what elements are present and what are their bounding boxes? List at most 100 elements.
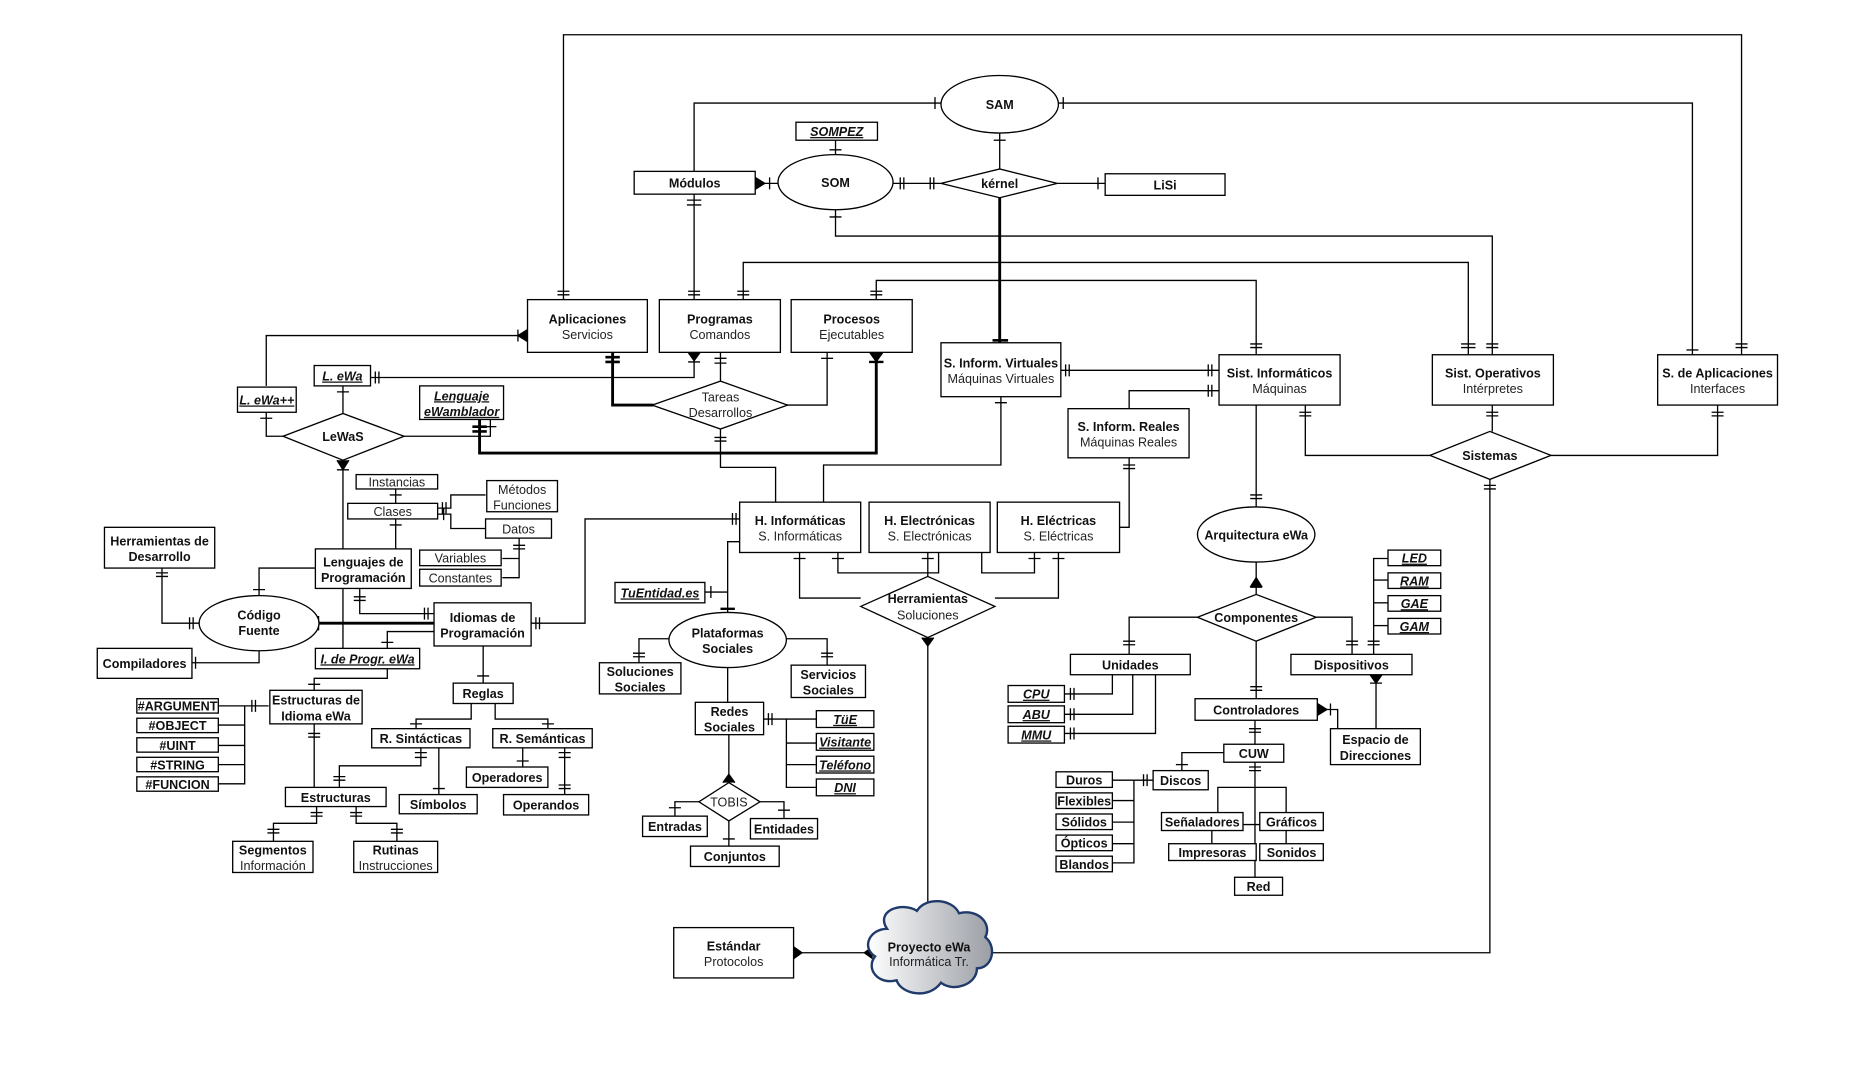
entity-hash-item-2[interactable]: #OBJECT bbox=[136, 717, 219, 734]
entity-r-semanticas[interactable]: R. Semánticas bbox=[492, 728, 593, 749]
entity-l-ewapp[interactable]: L. eWa++ bbox=[236, 386, 297, 413]
entity-clases[interactable]: Clases bbox=[347, 502, 439, 520]
entity-r-sintacticas[interactable]: R. Sintácticas bbox=[371, 728, 471, 749]
entity-controladores[interactable]: Controladores bbox=[1194, 698, 1318, 721]
entity-modulos[interactable]: Módulos bbox=[633, 170, 756, 195]
label: I. de Progr. eWa bbox=[320, 652, 414, 666]
relation-lewas[interactable]: LeWaS bbox=[281, 412, 406, 461]
entity-box bbox=[1431, 354, 1555, 406]
entity-codigo-fuente[interactable]: Código Fuente bbox=[198, 594, 320, 652]
tick-icon bbox=[829, 149, 842, 218]
tick-icon bbox=[1069, 687, 1075, 740]
entity-unidades-key-3[interactable]: MMU bbox=[1007, 725, 1066, 744]
entity-tuentidad[interactable]: TuEntidad.es bbox=[614, 581, 706, 604]
entity-conjuntos[interactable]: Conjuntos bbox=[689, 845, 780, 868]
relation-herramientas-soluciones[interactable]: Herramientas Soluciones bbox=[859, 575, 997, 639]
entity-redes-key-2[interactable]: Visitante bbox=[815, 732, 875, 751]
entity-operadores[interactable]: Operadores bbox=[465, 766, 549, 789]
entity-sam[interactable]: SAM bbox=[940, 74, 1060, 134]
entity-operandos[interactable]: Operandos bbox=[502, 793, 590, 816]
entity-redes-key-1[interactable]: TüE bbox=[815, 710, 875, 729]
entity-dispositivos-key-2[interactable]: RAM bbox=[1387, 572, 1442, 590]
entity-hash-item-4[interactable]: #STRING bbox=[136, 756, 219, 773]
entity-hash-item-1[interactable]: #ARGUMENT bbox=[136, 698, 219, 714]
entity-discos[interactable]: Discos bbox=[1152, 769, 1209, 791]
entity-entidades[interactable]: Entidades bbox=[749, 817, 819, 840]
entity-entradas[interactable]: Entradas bbox=[641, 815, 708, 838]
entity-red[interactable]: Red bbox=[1233, 876, 1284, 896]
entity-simbolos[interactable]: Símbolos bbox=[398, 793, 478, 815]
relation-tareas[interactable]: Tareas Desarrollos bbox=[650, 380, 790, 430]
entity-graficos[interactable]: Gráficos bbox=[1259, 811, 1324, 832]
entity-l-ewa[interactable]: L. eWa bbox=[313, 364, 372, 387]
entity-discos-item-3[interactable]: Sólidos bbox=[1055, 813, 1114, 831]
entity-unidades-key-1[interactable]: CPU bbox=[1007, 684, 1066, 703]
entity-variables[interactable]: Variables bbox=[418, 549, 502, 567]
entity-discos-item-2[interactable]: Flexibles bbox=[1055, 792, 1114, 810]
entity-i-progr-ewa[interactable]: I. de Progr. eWa bbox=[314, 647, 421, 670]
entity-redes-key-4[interactable]: DNI bbox=[815, 778, 875, 797]
entity-arquitectura-ewa[interactable]: Arquitectura eWa bbox=[1196, 506, 1316, 563]
entity-discos-item-4[interactable]: Ópticos bbox=[1055, 834, 1114, 852]
entity-redes-key-3[interactable]: Teléfono bbox=[815, 755, 875, 774]
entity-hash-item-5[interactable]: #FUNCION bbox=[136, 776, 219, 792]
entity-lisi[interactable]: LiSi bbox=[1104, 173, 1226, 197]
entity-sompez[interactable]: SOMPEZ bbox=[795, 121, 879, 141]
entity-sonidos[interactable]: Sonidos bbox=[1259, 843, 1324, 862]
connector-programas-sistoperativos bbox=[742, 261, 1469, 355]
entity-dispositivos-key-1[interactable]: LED bbox=[1387, 549, 1442, 567]
relation-sistemas[interactable]: Sistemas bbox=[1428, 430, 1553, 481]
entity-constantes[interactable]: Constantes bbox=[418, 568, 502, 587]
entity-box bbox=[418, 568, 502, 587]
entity-plataformas-sociales[interactable]: Plataformas Sociales bbox=[668, 611, 788, 669]
entity-reglas[interactable]: Reglas bbox=[452, 682, 514, 705]
entity-box bbox=[502, 793, 590, 816]
entity-dispositivos[interactable]: Dispositivos bbox=[1290, 653, 1413, 676]
relation-kernel[interactable]: kérnel bbox=[940, 168, 1058, 199]
entity-instancias[interactable]: Instancias bbox=[355, 473, 439, 490]
entity-unidades[interactable]: Unidades bbox=[1069, 653, 1191, 676]
entity-dispositivos-key-4[interactable]: GAM bbox=[1387, 617, 1442, 635]
entity-box bbox=[1329, 728, 1422, 766]
entity-senaladores[interactable]: Señaladores bbox=[1160, 811, 1244, 832]
relation-componentes[interactable]: Componentes bbox=[1195, 593, 1318, 642]
entity-datos[interactable]: Datos bbox=[484, 518, 553, 539]
entity-compiladores[interactable]: Compiladores bbox=[96, 647, 193, 679]
entity-dispositivos-key-3[interactable]: GAE bbox=[1387, 594, 1442, 612]
entity-discos-item-1[interactable]: Duros bbox=[1055, 771, 1114, 789]
entity-hash-item-3[interactable]: #UINT bbox=[136, 737, 219, 753]
entity-discos-item-5[interactable]: Blandos bbox=[1055, 855, 1114, 873]
entity-impresoras[interactable]: Impresoras bbox=[1168, 843, 1257, 862]
entity-estructuras[interactable]: Estructuras bbox=[284, 786, 387, 808]
cloud-proyecto-ewa[interactable]: Proyecto eWa Informática Tr. bbox=[866, 900, 994, 995]
entity-som[interactable]: SOM bbox=[777, 153, 894, 211]
entity-cuw[interactable]: CUW bbox=[1223, 743, 1285, 763]
entity-box bbox=[492, 728, 593, 749]
relation-tobis[interactable]: TOBIS bbox=[697, 781, 762, 822]
entity-unidades-key-2[interactable]: ABU bbox=[1007, 705, 1066, 724]
